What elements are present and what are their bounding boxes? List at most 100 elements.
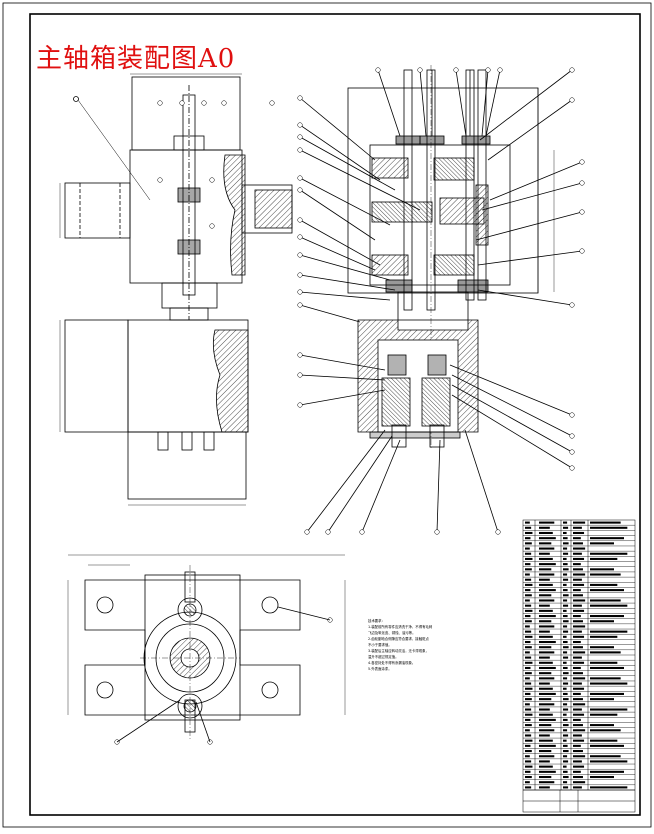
parts-list-cell-text xyxy=(573,786,582,789)
parts-list-cell-text xyxy=(525,547,530,550)
parts-list-cell-text xyxy=(590,775,614,779)
parts-list-cell-text xyxy=(573,775,583,779)
parts-list-cell-text xyxy=(525,521,530,524)
parts-list-cell-text xyxy=(563,760,569,763)
parts-list-cell-text xyxy=(573,734,582,737)
parts-list-cell-text xyxy=(539,599,555,602)
parts-list-cell-text xyxy=(590,537,624,540)
parts-list-cell-text xyxy=(525,635,533,638)
parts-list-cell-text xyxy=(573,630,582,633)
parts-list-cell-text xyxy=(539,708,550,711)
parts-list-cell-text xyxy=(573,620,583,623)
parts-list-cell-text xyxy=(590,557,618,560)
parts-list-cell-text xyxy=(563,708,569,711)
parts-list-cell-text xyxy=(573,724,583,727)
parts-list-cell-text xyxy=(539,687,553,690)
parts-list-cell-text xyxy=(539,646,552,649)
parts-list-cell-text xyxy=(573,599,586,602)
parts-list-cell-text xyxy=(539,537,556,540)
parts-list-cell-text xyxy=(525,599,530,602)
parts-list-cell-text xyxy=(539,568,552,571)
parts-list-cell-text xyxy=(525,729,530,732)
parts-list-cell-text xyxy=(539,775,552,779)
notes-line: 2.齿轮副啮合侧隙应符合要求，接触斑点 xyxy=(368,637,429,641)
parts-list-cell-text xyxy=(573,718,581,721)
parts-list-cell-text xyxy=(590,630,628,633)
parts-list-cell-text xyxy=(573,542,583,545)
parts-list-cell-text xyxy=(573,744,581,747)
parts-list-cell-text xyxy=(573,755,586,758)
notes-line: 4.各密封处不得有渗漏油现象。 xyxy=(368,661,416,665)
parts-list-cell-text xyxy=(539,739,553,742)
parts-list-cell-text xyxy=(573,609,585,612)
front-view xyxy=(59,73,293,506)
parts-list-cell-text xyxy=(563,542,569,545)
parts-list-cell-text xyxy=(525,542,532,545)
parts-list-cell-text xyxy=(590,573,621,576)
technical-requirements: 技术要求： 1.装配前所有零件应清洗干净，不得有毛刺 飞边及氧化皮、锈蚀、油污等… xyxy=(368,618,448,672)
parts-list-cell-text xyxy=(539,703,555,706)
parts-list-cell-text xyxy=(563,692,568,695)
parts-list-cell-text xyxy=(573,640,581,644)
parts-list-cell-text xyxy=(590,583,618,586)
parts-list-cell-text xyxy=(563,656,569,659)
parts-list-cell-text xyxy=(590,552,628,555)
parts-list-cell-text xyxy=(590,682,628,685)
parts-list-cell-text xyxy=(590,526,628,529)
parts-list-cell-text xyxy=(573,739,585,742)
parts-list-cell-text xyxy=(539,677,555,680)
drawing-title: 主轴箱装配图A0 xyxy=(36,44,236,74)
parts-list-cell-text xyxy=(573,594,583,597)
parts-list-cell-text xyxy=(539,750,552,753)
parts-list-cell-text xyxy=(525,625,530,628)
parts-list-cell-text xyxy=(525,557,533,560)
parts-list-cell-text xyxy=(525,651,530,654)
parts-list-cell-text xyxy=(539,531,553,535)
parts-list-cell-text xyxy=(563,687,567,690)
parts-list-cell-text xyxy=(573,781,586,784)
parts-list-cell-text xyxy=(525,594,532,597)
parts-list-cell-text xyxy=(590,615,624,618)
notes-line: 3.装配后主轴应转动灵活，无卡滞现象， xyxy=(368,649,429,653)
parts-list-cell-text xyxy=(563,646,569,649)
parts-list-cell-text xyxy=(573,713,585,716)
parts-list-cell-text xyxy=(590,604,628,607)
parts-list-cell-text xyxy=(539,713,553,716)
parts-list-cell-text xyxy=(525,552,532,555)
parts-list-cell-text xyxy=(525,568,532,571)
parts-list-cell-text xyxy=(573,563,581,566)
parts-list-cell-text xyxy=(573,770,581,773)
parts-list-cell-text xyxy=(590,661,618,664)
parts-list-cell-text xyxy=(539,724,552,727)
parts-list-cell-text xyxy=(573,646,583,649)
parts-list-cell-text xyxy=(539,640,556,644)
parts-list-cell-text xyxy=(573,750,583,753)
parts-list-cell-text xyxy=(573,604,582,607)
parts-list-cell-text xyxy=(539,729,555,732)
parts-list-cell-text xyxy=(539,521,555,524)
parts-list-cell-text xyxy=(539,770,556,773)
parts-list-cell-text xyxy=(563,718,568,721)
parts-list-cell-text xyxy=(539,578,550,581)
parts-list-cell-text xyxy=(539,542,552,545)
notes-line: 不小于要求值。 xyxy=(368,643,392,647)
parts-list-cell-text xyxy=(573,552,582,555)
notes-heading: 技术要求： xyxy=(368,619,385,623)
parts-list-cell-text xyxy=(525,703,530,706)
parts-list-cell-text xyxy=(525,526,532,529)
parts-list-cell-text xyxy=(573,672,583,675)
parts-list-cell-text xyxy=(573,547,586,550)
parts-list-cell-text xyxy=(525,583,533,586)
parts-list-cell-text xyxy=(539,781,555,784)
parts-list-cell-text xyxy=(573,651,586,654)
parts-list-cell-text xyxy=(525,609,533,612)
balloons xyxy=(114,67,585,745)
parts-list-cell-text xyxy=(525,750,532,753)
parts-list-cell-text xyxy=(563,739,567,742)
parts-list-cell-text xyxy=(563,770,568,773)
parts-list-cell-text xyxy=(563,703,568,706)
parts-list-cell-text xyxy=(525,775,532,779)
parts-list-cell-text xyxy=(590,666,624,670)
